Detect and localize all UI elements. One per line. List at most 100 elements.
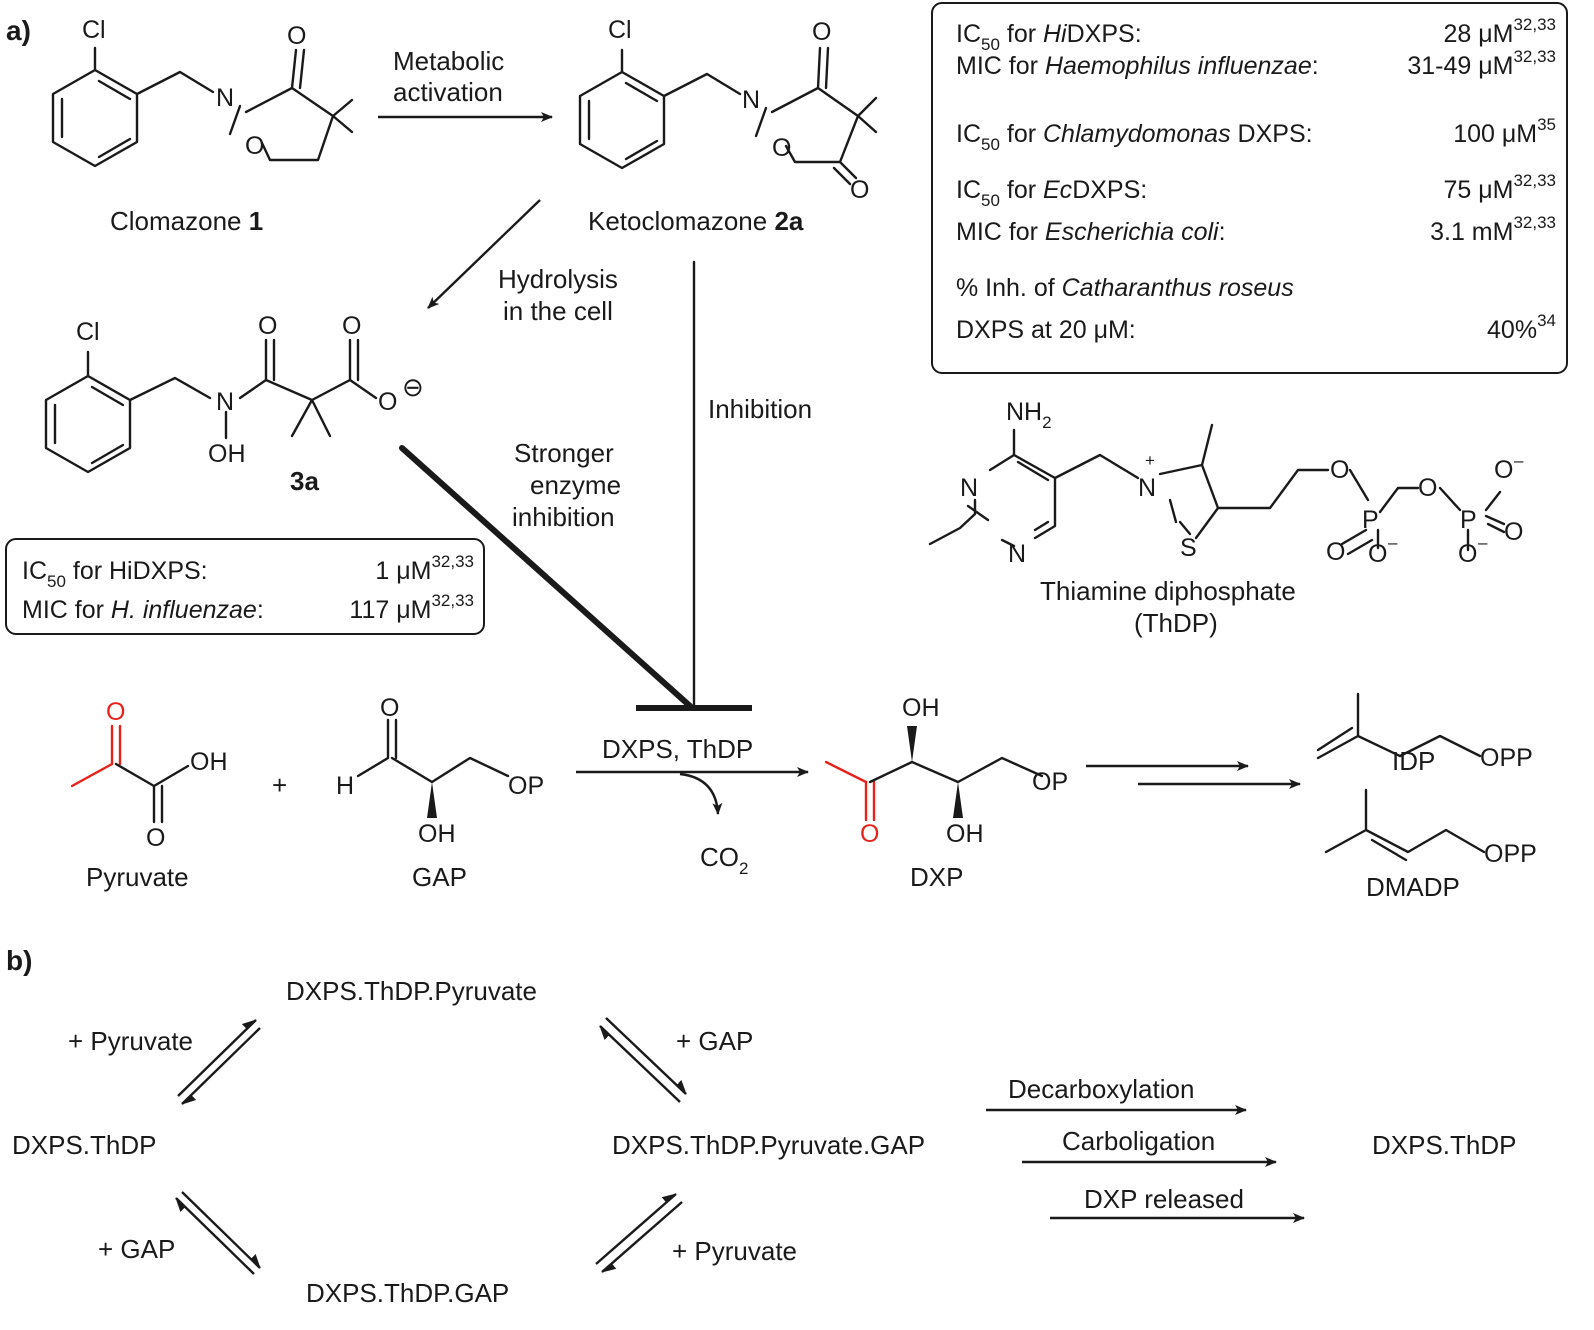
svg-text:S: S — [1180, 534, 1197, 562]
thdp-label-2: (ThDP) — [1134, 608, 1218, 638]
thdp-label-1: Thiamine diphosphate — [1040, 576, 1296, 606]
svg-text:O: O — [287, 22, 306, 50]
cycle-plus-pyruvate-top: + Pyruvate — [68, 1026, 193, 1056]
svg-text:Cl: Cl — [82, 16, 106, 44]
svg-text:O: O — [1326, 538, 1345, 566]
step-carboligation: Carboligation — [1062, 1126, 1215, 1156]
svg-text:P: P — [1460, 506, 1477, 534]
box-top-value-3: 75 μM32,33 — [1443, 171, 1556, 204]
svg-text:O: O — [1330, 456, 1349, 484]
box-top-value-2: 100 μM35 — [1453, 115, 1556, 148]
cycle-plus-gap-top: + GAP — [676, 1026, 753, 1056]
svg-text:O: O — [1418, 474, 1437, 502]
cycle-dxps-thdp-right: DXPS.ThDP — [1372, 1130, 1517, 1160]
svg-text:O: O — [245, 132, 264, 160]
stronger-label-2: enzyme — [530, 470, 621, 500]
svg-text:N: N — [960, 474, 978, 502]
svg-text:–: – — [1478, 533, 1488, 552]
stronger-inhibition-line — [399, 445, 693, 709]
svg-text:Cl: Cl — [608, 16, 632, 44]
svg-text:O: O — [850, 176, 869, 204]
inhibition-label: Inhibition — [708, 394, 812, 424]
box-left-label-0: IC50​ for HiDXPS: — [22, 557, 208, 591]
dxp-label: DXP — [910, 862, 963, 892]
svg-text:P: P — [1362, 506, 1379, 534]
metabolic-label-2: activation — [393, 77, 503, 107]
svg-text:OPP: OPP — [1480, 744, 1533, 772]
box-top-label-3: IC50​ for EcDXPS: — [956, 176, 1147, 210]
activity-box-top — [931, 2, 1568, 374]
svg-text:–: – — [1388, 533, 1398, 552]
svg-text:OH: OH — [190, 748, 228, 776]
svg-text:O: O — [380, 694, 399, 722]
svg-text:O: O — [1458, 540, 1477, 568]
svg-text:OH: OH — [418, 820, 456, 848]
hydrolysis-arrow — [427, 199, 541, 309]
svg-text:⊖: ⊖ — [402, 372, 424, 402]
panel-label-b: b) — [6, 945, 32, 976]
hydrolysis-label-2: in the cell — [503, 296, 613, 326]
svg-text:N: N — [1008, 540, 1026, 568]
box-top-value-1: 31-49 μM32,33 — [1407, 47, 1556, 80]
panel-label-a: a) — [6, 15, 31, 46]
dmadp-label: DMADP — [1366, 872, 1460, 902]
stronger-label-3: inhibition — [512, 502, 615, 532]
pyruvate-label: Pyruvate — [86, 862, 189, 892]
gap-structure: H O OH OP — [336, 694, 544, 848]
hydrolysis-label-1: Hydrolysis — [498, 264, 618, 294]
clomazone-structure: Cl N O O — [51, 16, 354, 168]
metabolic-label-1: Metabolic — [393, 46, 504, 76]
pyruvate-structure: O OH O — [70, 698, 228, 852]
step-dxp-released: DXP released — [1084, 1184, 1244, 1214]
dmadp-structure: OPP — [1324, 788, 1537, 868]
svg-text:NH2: NH2 — [1006, 398, 1052, 432]
compound-3a-structure: Cl N OH O O O ⊖ — [44, 312, 424, 474]
step-decarboxylation: Decarboxylation — [1008, 1074, 1194, 1104]
cycle-dxps-thdp-pyruvate-gap: DXPS.ThDP.Pyruvate.GAP — [612, 1130, 925, 1160]
svg-text:OH: OH — [902, 694, 940, 722]
svg-text:+: + — [1145, 451, 1155, 470]
idp-structure: OPP — [1316, 692, 1533, 772]
svg-text:O: O — [812, 18, 831, 46]
svg-text:N: N — [742, 86, 760, 114]
box-top-value-6: 40%34 — [1487, 311, 1556, 344]
svg-text:O: O — [1368, 540, 1387, 568]
cycle-dxps-thdp-left: DXPS.ThDP — [12, 1130, 157, 1160]
box-top-value-0: 28 μM32,33 — [1443, 15, 1556, 48]
box-top-label-1: MIC for Haemophilus influenzae: — [956, 52, 1319, 80]
svg-text:OP: OP — [1032, 768, 1068, 796]
cycle-plus-gap-bottom: + GAP — [98, 1234, 175, 1264]
clomazone-label: Clomazone 1 — [110, 206, 263, 236]
dxps-thdp-label: DXPS, ThDP — [602, 734, 753, 764]
box-left-value-1: 117 μM32,33 — [349, 591, 474, 624]
svg-text:O: O — [860, 820, 879, 848]
svg-text:O: O — [1504, 518, 1523, 546]
svg-text:–: – — [1514, 451, 1524, 470]
svg-text:O: O — [258, 312, 277, 340]
svg-text:N: N — [1138, 474, 1156, 502]
svg-text:OH: OH — [946, 820, 984, 848]
idp-label: IDP — [1392, 746, 1435, 776]
cycle-dxps-thdp-gap: DXPS.ThDP.GAP — [306, 1278, 509, 1308]
box-top-label-4: MIC for Escherichia coli: — [956, 218, 1226, 246]
plus-sign: + — [272, 770, 287, 800]
svg-text:OP: OP — [508, 772, 544, 800]
svg-text:Cl: Cl — [76, 318, 100, 346]
svg-text:O: O — [378, 388, 397, 416]
svg-text:N: N — [216, 84, 234, 112]
box-left-value-0: 1 μM32,33 — [375, 552, 474, 585]
svg-text:O: O — [342, 312, 361, 340]
stronger-label-1: Stronger — [514, 438, 614, 468]
box-left-label-1: MIC for H. influenzae: — [22, 596, 264, 624]
svg-text:N: N — [216, 388, 234, 416]
svg-text:H: H — [336, 772, 354, 800]
box-top-label-5: % Inh. of Catharanthus roseus — [956, 274, 1294, 302]
cycle-dxps-thdp-pyruvate: DXPS.ThDP.Pyruvate — [286, 976, 537, 1006]
equilibrium-arrows — [175, 1017, 687, 1275]
svg-text:O: O — [146, 824, 165, 852]
box-top-label-0: IC50​ for HiDXPS: — [956, 20, 1142, 54]
gap-label: GAP — [412, 862, 467, 892]
